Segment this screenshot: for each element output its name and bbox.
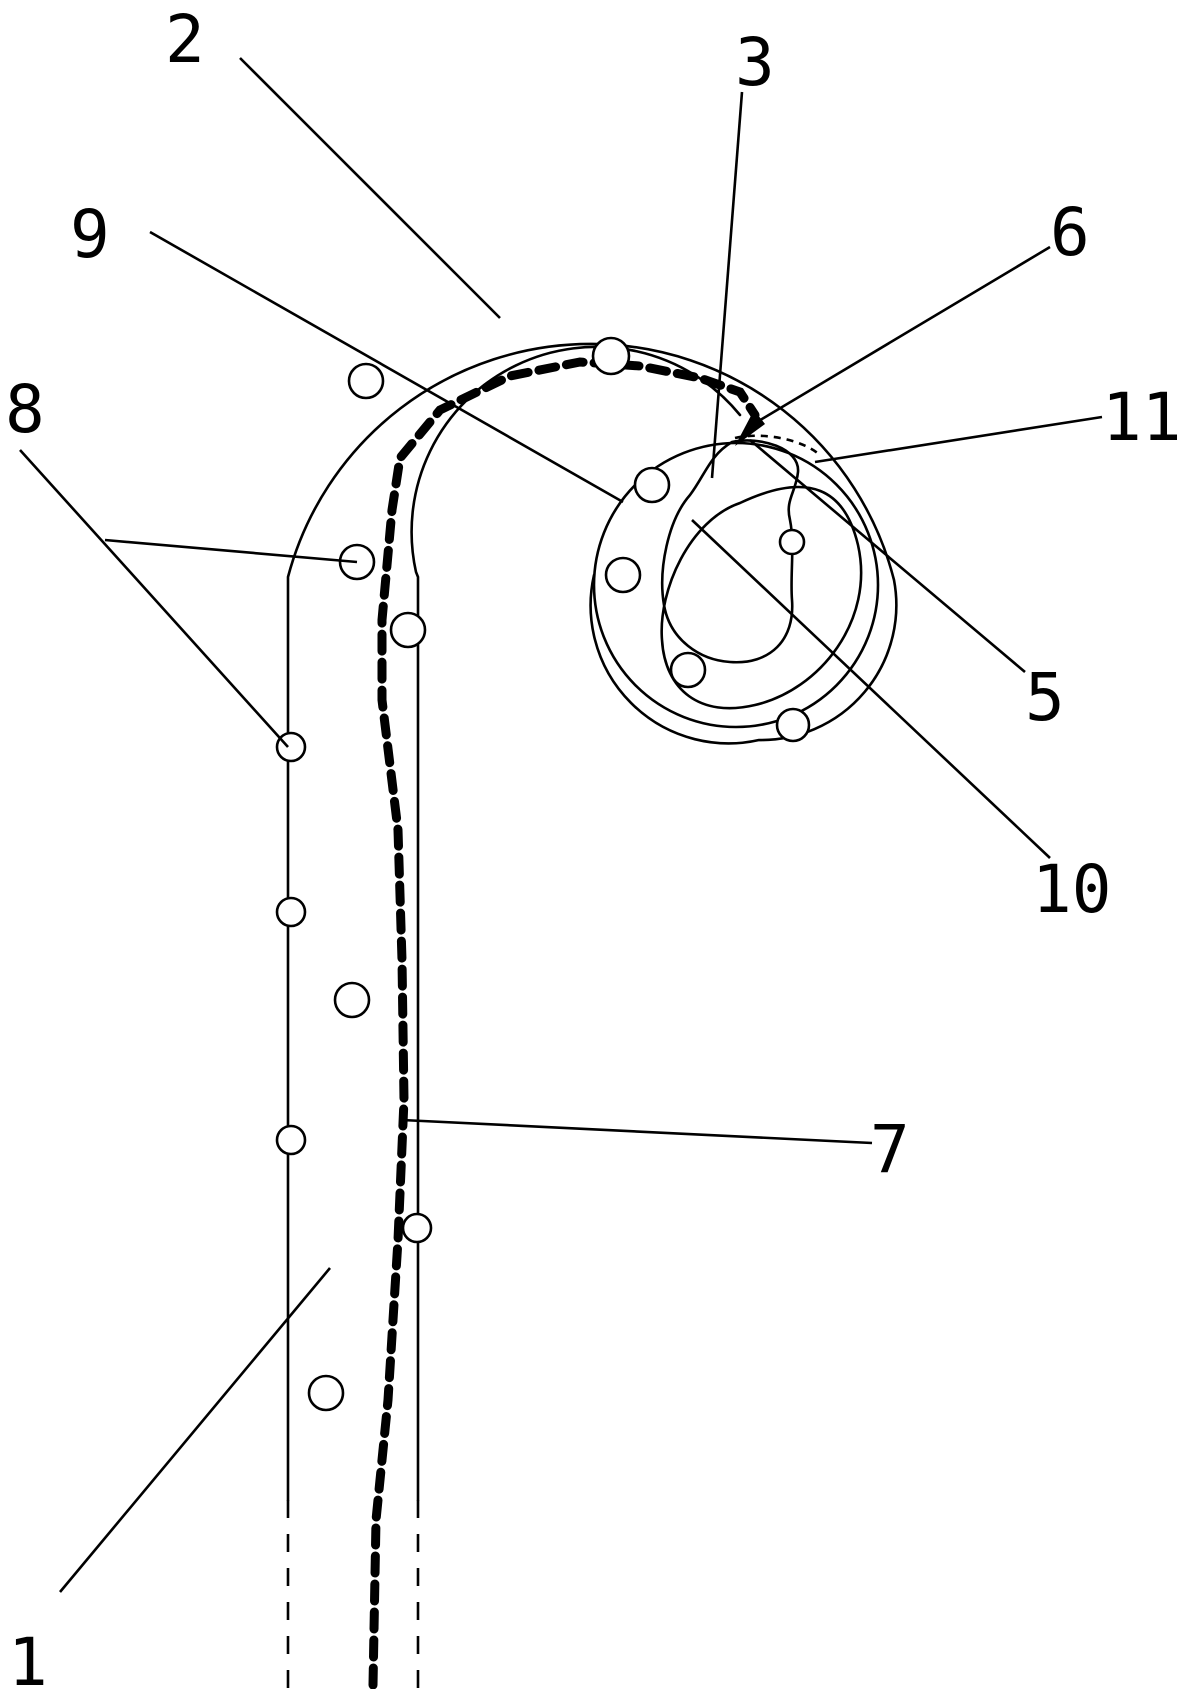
- tube-outer-wall: [286, 342, 898, 1502]
- label-7: 7: [870, 1111, 910, 1188]
- hole: [775, 707, 811, 743]
- leader-line-6: [751, 245, 1051, 427]
- leader-line-11: [814, 415, 1103, 464]
- hole: [333, 981, 371, 1019]
- label-6: 6: [1050, 194, 1090, 271]
- leader-line-7: [401, 1118, 873, 1145]
- wire-arrow-tip-6: [735, 410, 765, 446]
- ring-inner-contour: [660, 485, 863, 710]
- hole: [275, 896, 307, 928]
- label-1: 1: [8, 1624, 48, 1689]
- leader-line-1: [59, 1267, 331, 1593]
- hole: [778, 528, 806, 556]
- ring-outer-circle: [592, 441, 880, 729]
- hole: [401, 1212, 433, 1244]
- hole: [275, 1124, 307, 1156]
- label-2: 2: [165, 1, 205, 78]
- hole: [389, 611, 427, 649]
- leader-line-10: [691, 519, 1051, 859]
- hole: [307, 1374, 345, 1412]
- label-11: 11: [1102, 379, 1180, 456]
- label-9: 9: [70, 196, 110, 273]
- leader-line-3: [710, 91, 744, 479]
- leader-line-8b: [104, 538, 358, 564]
- label-10: 10: [1032, 851, 1111, 928]
- wire-dotted-line: [368, 357, 760, 1689]
- hole: [275, 731, 307, 763]
- label-8: 8: [5, 371, 45, 448]
- leader-line-9: [149, 230, 624, 504]
- hole: [347, 362, 385, 400]
- leader-line-2: [239, 57, 501, 319]
- tube-inner-wall: [410, 345, 742, 1502]
- hole: [591, 336, 631, 376]
- hole: [633, 466, 671, 504]
- label-5: 5: [1025, 659, 1065, 736]
- sleeve-contour: [660, 439, 800, 664]
- label-3: 3: [735, 24, 775, 101]
- hole: [604, 556, 642, 594]
- hole: [669, 651, 707, 689]
- leader-line-5: [749, 439, 1026, 673]
- leader-line-8a: [19, 449, 289, 748]
- sleeve-dashed-tip: [734, 434, 821, 457]
